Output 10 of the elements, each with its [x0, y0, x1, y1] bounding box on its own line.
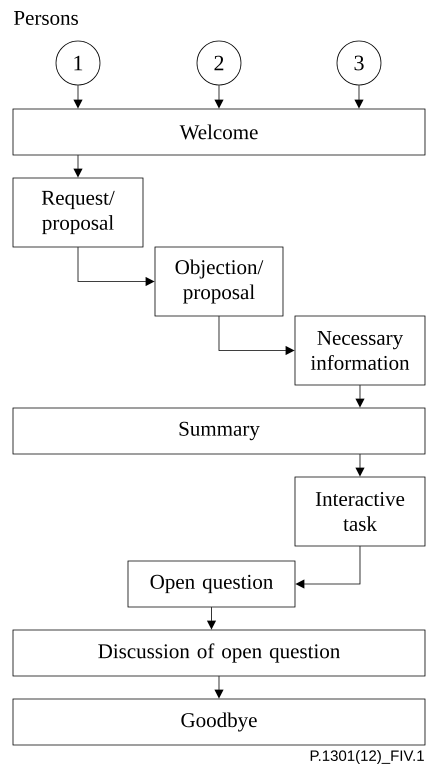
process-box: Objection/ proposal [154, 246, 284, 316]
process-box: Interactive task [294, 476, 426, 546]
process-box: Request/ proposal [12, 178, 144, 248]
process-box: Discussion of open question [12, 630, 426, 676]
process-box: Summary [12, 408, 426, 454]
process-box: Goodbye [12, 698, 426, 746]
process-box: Open question [128, 560, 296, 608]
process-box: Necessary information [294, 316, 426, 386]
heading-label: Persons [14, 11, 78, 25]
process-box: Welcome [12, 108, 426, 156]
